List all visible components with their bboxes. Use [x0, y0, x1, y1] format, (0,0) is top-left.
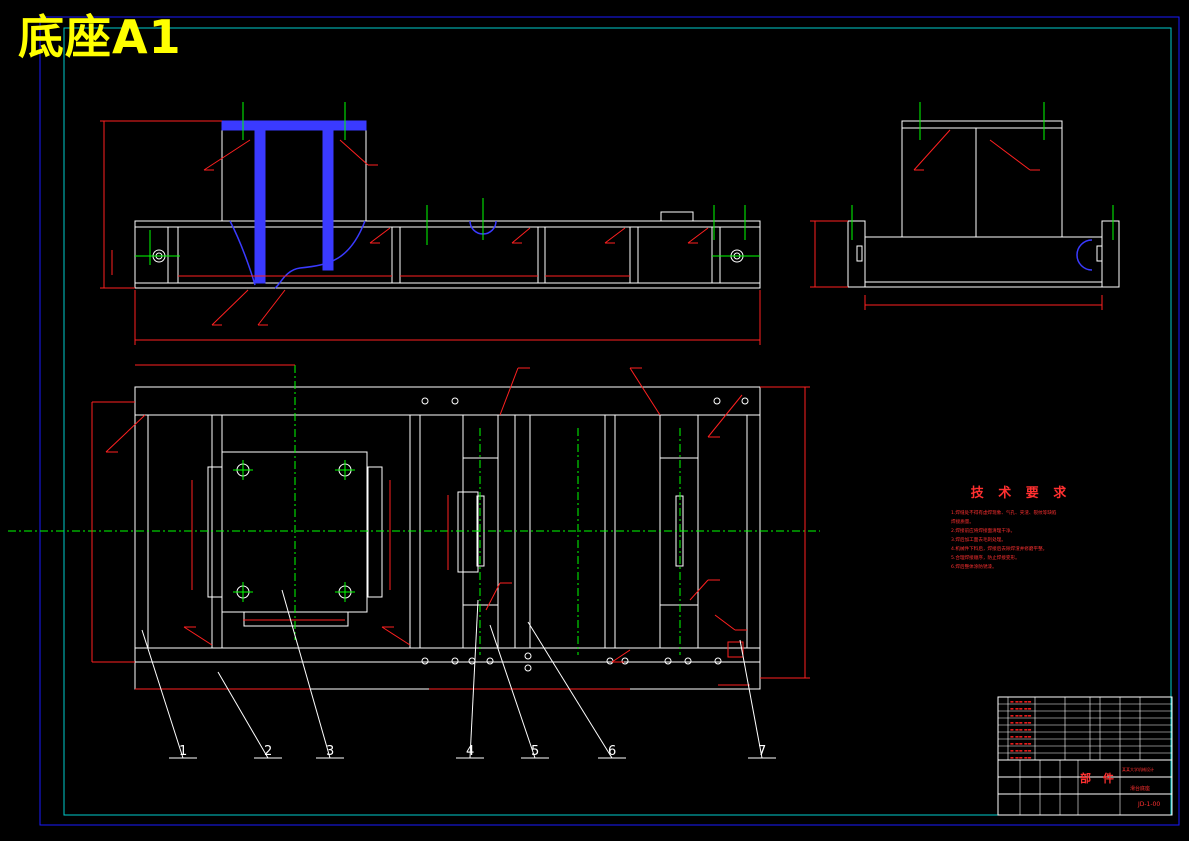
leader-arrow-icon — [257, 289, 286, 326]
leader-arrow-icon — [707, 394, 743, 438]
bolt-hole-icon — [421, 657, 429, 665]
inner-frame — [63, 27, 1172, 816]
leader-arrow-icon — [913, 129, 951, 171]
part-callout-number: 5 — [531, 744, 539, 759]
bolt-hole-icon — [468, 657, 476, 665]
detail-box — [727, 641, 744, 658]
title-block-cell: ▬ ▬▬ ▬▬ — [1010, 706, 1032, 711]
title-block-cell: ▬ ▬▬ ▬▬ — [1010, 734, 1032, 739]
part-callout-number: 6 — [608, 744, 616, 759]
leader-arrow-icon — [381, 626, 411, 646]
top-mount-flange — [207, 466, 223, 598]
front-base-outline — [134, 220, 761, 289]
part-callout-leader — [469, 599, 479, 759]
top-mount-flange — [243, 611, 349, 627]
leader-arrow-icon — [183, 626, 213, 646]
front-block — [660, 211, 694, 222]
bolt-hole-icon — [714, 657, 722, 665]
title-block-school: 某某大学机械设计 — [1122, 767, 1154, 772]
part-callout-leader — [527, 621, 613, 759]
leader-arrow-icon — [611, 649, 631, 663]
title-block-name: 滑台底座 — [1130, 786, 1151, 792]
side-base-outline — [864, 236, 1103, 288]
upright-top-plate-hatch — [221, 120, 367, 131]
leader-arrow-icon — [105, 414, 146, 453]
side-upright-box — [901, 120, 1063, 238]
part-callout-number: 3 — [326, 744, 334, 759]
tech-requirement-item: 5.合理焊接顺序，防止焊接变形。 — [951, 556, 1020, 561]
bolt-hole-icon — [664, 657, 672, 665]
tech-requirement-item: 3.焊后加工面去毛刺处理。 — [951, 538, 1006, 543]
title-block-cell: ▬ ▬▬ ▬▬ — [1010, 727, 1032, 732]
technical-requirements: 技 术 要 求 1.焊缝处不得有虚焊现象、气孔、夹渣、裂纹等缺陷 焊接质量。 2.… — [946, 482, 1096, 572]
bolt-hole-icon — [524, 664, 532, 672]
part-callout-number: 4 — [466, 744, 474, 759]
bolt-hole-icon — [451, 657, 459, 665]
side-slot-left — [856, 245, 863, 262]
bolt-hole-icon — [524, 652, 532, 660]
bolt-hole-icon — [741, 397, 749, 405]
part-callout-leader — [141, 629, 184, 759]
leader-arrow-icon — [369, 227, 391, 244]
leader-arrow-icon — [629, 367, 661, 416]
leader-arrow-icon — [989, 139, 1031, 171]
hole-section — [1076, 239, 1093, 271]
leader-arrow-icon — [511, 227, 531, 244]
bolt-hole-icon — [486, 657, 494, 665]
bolt-hole-icon — [713, 397, 721, 405]
title-block-cell: ▬ ▬▬ ▬▬ — [1010, 755, 1032, 760]
side-left-channel — [847, 220, 866, 288]
title-block-cell: ▬ ▬▬ ▬▬ — [1010, 741, 1032, 746]
part-callout-number: 7 — [758, 744, 766, 759]
leader-arrow-icon — [499, 367, 519, 416]
upright-left-web — [254, 129, 266, 284]
break-line — [229, 220, 366, 289]
bolt-hole-icon — [606, 657, 614, 665]
part-callout-leader — [739, 639, 763, 759]
part-callout-number: 1 — [179, 744, 187, 759]
tech-requirement-item: 1.焊缝处不得有虚焊现象、气孔、夹渣、裂纹等缺陷 — [951, 511, 1057, 516]
outer-frame — [39, 16, 1180, 826]
side-slot-right — [1096, 245, 1103, 262]
leader-arrow-icon — [485, 582, 501, 611]
leader-arrow-icon — [714, 614, 736, 631]
title-block-drawing-number: JD-1-00 — [1138, 801, 1161, 808]
title-block-cell: ▬ ▬▬ ▬▬ — [1010, 720, 1032, 725]
tech-requirements-list: 1.焊缝处不得有虚焊现象、气孔、夹渣、裂纹等缺陷 焊接质量。 2.焊接前应将焊接面… — [946, 509, 1096, 572]
part-callout-leader — [217, 671, 269, 759]
leader-arrow-icon — [689, 579, 709, 601]
side-right-channel — [1101, 220, 1120, 288]
part-callout-leader — [281, 589, 331, 759]
leader-arrow-icon — [604, 227, 626, 244]
title-block-section: 部 件 — [1080, 772, 1118, 785]
leader-arrow-icon — [339, 139, 369, 166]
bolt-hole-icon — [621, 657, 629, 665]
bolt-hole-icon — [684, 657, 692, 665]
tech-requirement-item: 6.焊后整体涂防锈漆。 — [951, 565, 997, 570]
bolt-hole-icon — [421, 397, 429, 405]
slot-frame — [457, 491, 479, 573]
tech-requirement-item: 焊接质量。 — [951, 520, 974, 525]
leader-arrow-icon — [211, 289, 249, 326]
part-callout-number: 2 — [264, 744, 272, 759]
leader-arrow-icon — [203, 139, 251, 171]
tech-requirements-heading: 技 术 要 求 — [970, 486, 1072, 501]
tech-requirement-item: 2.焊接前应将焊接面清理干净。 — [951, 529, 1016, 534]
title-block-cell: ▬ ▬▬ ▬▬ — [1010, 748, 1032, 753]
leader-arrow-icon — [687, 227, 709, 244]
part-callout-leader — [489, 624, 536, 759]
tech-requirement-item: 4.机械件下料后，焊接后去除焊渣并修磨平整。 — [951, 547, 1048, 552]
drawing-title: 底座A1 — [18, 10, 182, 64]
title-block-cell: ▬ ▬▬ ▬▬ — [1010, 699, 1032, 704]
top-mount-flange — [367, 466, 383, 598]
bolt-hole-icon — [451, 397, 459, 405]
title-block-cell: ▬ ▬▬ ▬▬ — [1010, 713, 1032, 718]
upright-right-web — [322, 129, 334, 271]
front-upright-box — [221, 120, 367, 222]
